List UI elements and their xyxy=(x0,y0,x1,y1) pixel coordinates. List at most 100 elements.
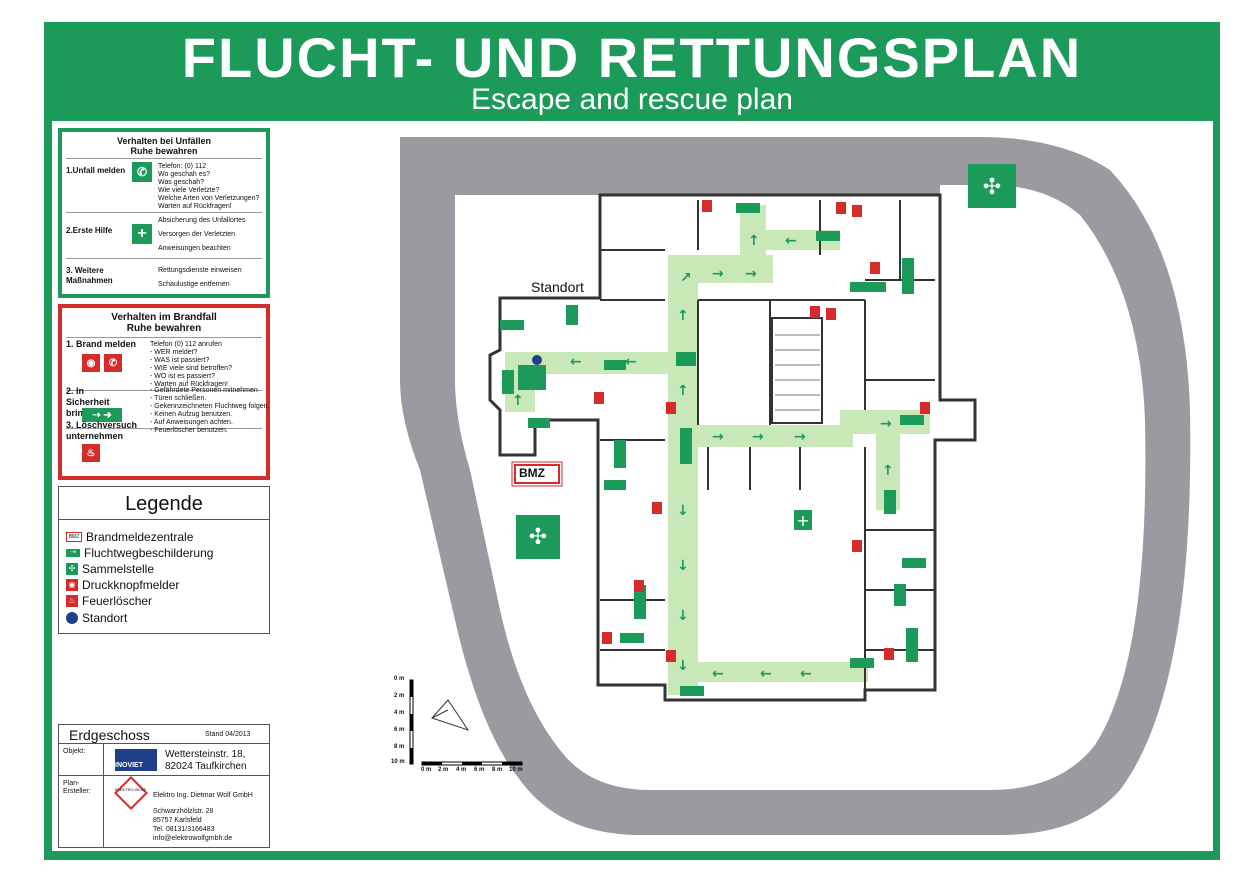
fire-extinguisher-icon: ♨ xyxy=(66,595,78,607)
objekt-logo: INOVIET xyxy=(115,749,157,771)
assembly-point-icon: ✣ xyxy=(968,164,1016,208)
fire-step-1-line-4: - WIE viele sind betroffen? xyxy=(150,365,232,372)
fire-step-2-line-1: - Gefährdete Personen mitnehmen xyxy=(150,387,258,394)
legend-item-escape-sign: ⇢ Fluchtwegbeschilderung xyxy=(66,546,213,560)
legend-item-standort: Standort xyxy=(66,611,127,625)
escape-sign-icon xyxy=(528,418,550,428)
escape-sign-icon xyxy=(634,585,646,619)
extinguisher-icon: ♨ xyxy=(82,444,100,462)
arrow-icon: ↑ xyxy=(677,383,689,399)
escape-sign-icon xyxy=(604,480,626,490)
arrow-icon: ← xyxy=(712,666,724,682)
legend-item-alarm-button: ◉ Druckknopfmelder xyxy=(66,578,179,592)
arrow-icon: ↑ xyxy=(748,233,760,249)
phone-icon: ✆ xyxy=(132,162,152,182)
scale-bar-horizontal xyxy=(421,761,523,766)
escape-sign-icon xyxy=(900,415,924,425)
stairwell-green xyxy=(518,365,546,390)
first-aid-sign-icon: + xyxy=(794,510,812,530)
fire-step-2-line-5: - Auf Anweisungen achten. xyxy=(150,419,233,426)
fire-step-3-label: 3. Löschversuch unternehmen xyxy=(66,420,138,441)
fire-step-1-label: 1. Brand melden xyxy=(66,339,137,349)
stand-label: Stand 04/2013 xyxy=(205,731,251,738)
fire-alarm-button-icon xyxy=(652,502,662,514)
escape-sign-icon xyxy=(850,282,886,292)
fire-extinguisher-icon xyxy=(594,392,604,404)
company-street: Schwarzhölzlstr. 28 xyxy=(153,808,214,815)
fire-alarm-icon: ◉ xyxy=(82,354,100,372)
arrow-icon: ← xyxy=(785,233,797,249)
accident-step-3-line-2: Schaulustige entfernen xyxy=(158,281,230,288)
scale-v-5: 10 m xyxy=(391,759,405,765)
fire-extinguisher-icon xyxy=(702,200,712,212)
svg-text:✣: ✣ xyxy=(983,175,1001,200)
escape-signs xyxy=(500,203,926,696)
objekt-address-1: Wettersteinstr. 18, xyxy=(165,749,246,760)
escape-sign-icon xyxy=(906,628,918,662)
arrow-icon: → xyxy=(880,416,892,432)
accident-step-1-line-4: Wie viele Verletzte? xyxy=(158,187,220,194)
fire-title: Verhalten im Brandfall xyxy=(111,312,217,323)
fire-extinguisher-icon xyxy=(602,632,612,644)
fire-behavior-panel: Verhalten im Brandfall Ruhe bewahren 1. … xyxy=(58,304,270,480)
accident-step-2-line-1: Absicherung des Unfallortes xyxy=(158,217,246,224)
scale-v-4: 8 m xyxy=(394,744,405,750)
escape-sign-icon xyxy=(894,584,906,606)
arrow-icon: ↑ xyxy=(677,308,689,324)
escape-sign-icon xyxy=(680,428,692,464)
first-aid-icon: + xyxy=(132,224,152,244)
fire-extinguisher-icon xyxy=(852,540,862,552)
company-name: Elektro Ing. Dietmar Wolf GmbH xyxy=(153,792,253,799)
standort-label: Standort xyxy=(531,279,584,295)
scale-bar-vertical xyxy=(409,679,414,765)
arrow-icon: ↗ xyxy=(680,270,692,286)
legend-item-extinguisher: ♨ Feuerlöscher xyxy=(66,594,152,608)
fire-step-1-line-2: - WER meldet? xyxy=(150,349,198,356)
escape-sign-icon: ⇢ ➔ xyxy=(82,408,122,422)
floor-label: Erdgeschoss xyxy=(69,727,150,743)
standort-marker xyxy=(532,355,542,365)
fire-step-1-line-5: - WO ist es passiert? xyxy=(150,373,215,380)
ersteller-label-2: Ersteller: xyxy=(63,788,91,795)
escape-sign-icon xyxy=(902,258,914,294)
arrow-icon: ← xyxy=(625,354,637,370)
fire-equipment xyxy=(594,200,930,662)
page-subtitle: Escape and rescue plan xyxy=(471,83,793,116)
fire-subtitle: Ruhe bewahren xyxy=(126,323,202,334)
scale-v-2: 4 m xyxy=(394,710,405,716)
page-title: FLUCHT- UND RETTUNGSPLAN xyxy=(181,26,1083,89)
arrow-icon: ← xyxy=(800,666,812,682)
north-arrow-icon xyxy=(431,699,470,731)
objekt-label: Objekt: xyxy=(63,748,86,755)
arrow-icon: → xyxy=(712,266,724,282)
escape-sign-icon xyxy=(614,440,626,468)
fire-step-3-line-1: - Feuerlöscher benutzen. xyxy=(150,427,228,434)
escape-sign-icon xyxy=(604,360,626,370)
scale-h-2: 4 m xyxy=(456,767,467,773)
fire-step-1-line-6: - Warten auf Rückfragen! xyxy=(150,381,228,388)
fire-step-2-line-4: - Keinen Aufzug benutzen. xyxy=(150,411,233,418)
arrow-icon: → xyxy=(752,429,764,445)
escape-sign-icon xyxy=(884,490,896,514)
scale-h-0: 0 m xyxy=(421,767,432,773)
accident-step-2-label: 2.Erste Hilfe xyxy=(66,226,113,235)
arrow-icon: ↑ xyxy=(882,463,894,479)
bmz-label: BMZ xyxy=(519,466,545,480)
accident-step-1-line-1: Telefon: (0) 112 xyxy=(158,163,207,170)
fire-step-2-line-2: - Türen schließen. xyxy=(150,395,207,402)
arrow-icon: → xyxy=(745,266,757,282)
fire-extinguisher-icon xyxy=(666,650,676,662)
accident-step-1-line-5: Welche Arten von Verletzungen? xyxy=(158,195,260,202)
accident-title: Verhalten bei Unfällen xyxy=(116,136,212,146)
arrow-icon: ↓ xyxy=(677,503,689,519)
accident-step-3-label: 3. Weitere Maßnahmen xyxy=(66,266,113,285)
fire-alarm-button-icon xyxy=(666,402,676,414)
assembly-point-icon: ✣ xyxy=(516,515,560,559)
scale-v-0: 0 m xyxy=(394,676,405,682)
ersteller-label-1: Plan- xyxy=(63,780,80,787)
accident-step-1-line-6: Warten auf Rückfragen! xyxy=(158,203,232,210)
legend-label: Brandmeldezentrale xyxy=(86,530,194,544)
legend-label: Standort xyxy=(82,611,128,625)
legend-item-bmz: BMZ Brandmeldezentrale xyxy=(66,530,193,544)
objekt-logo-text: INOVIET xyxy=(115,762,144,769)
